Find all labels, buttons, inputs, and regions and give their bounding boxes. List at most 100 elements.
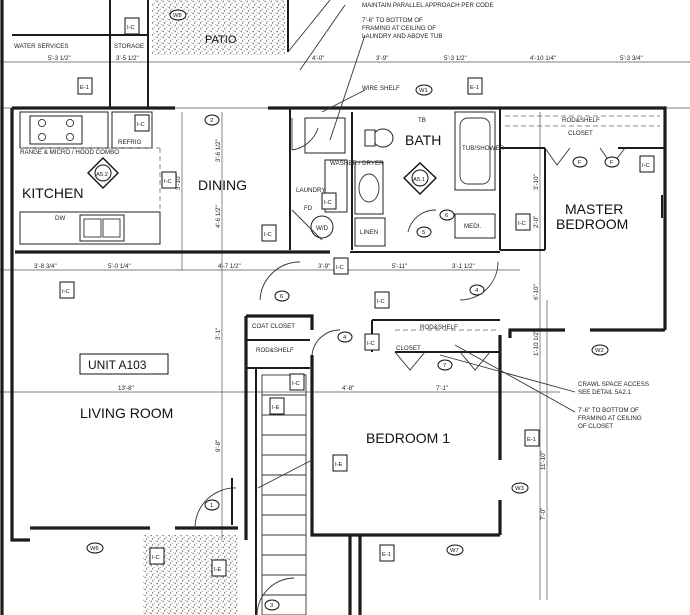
master-closet <box>505 115 666 290</box>
svg-text:A5.1: A5.1 <box>413 177 425 183</box>
fixture-labels: WATER SERVICES STORAGE RANGE & MICRO / H… <box>14 43 600 354</box>
dim-label-vertical: 3'-10" <box>533 174 540 190</box>
dim-label-vertical: 6'-10" <box>533 284 540 300</box>
dim-label-vertical: 11'-10" <box>540 451 547 470</box>
svg-text:2: 2 <box>210 118 213 124</box>
label-coat-closet: COAT CLOSET <box>252 323 295 330</box>
dim-label: 5'-0 1/4" <box>108 263 131 270</box>
dim-label-vertical: 3'-10" <box>175 174 182 190</box>
svg-text:6: 6 <box>445 213 448 219</box>
label-wd: W/D <box>316 225 329 232</box>
label-laundry: LAUNDRY <box>296 187 325 194</box>
tag-ic: I-C <box>364 333 380 351</box>
tag-e1: E-1 <box>379 544 395 562</box>
dim-label: 7'-1" <box>436 385 448 392</box>
general-notes: MAINTAIN PARALLEL APPROACH PER CODE 7'-6… <box>362 2 649 430</box>
svg-text:E-1: E-1 <box>382 552 391 558</box>
tag-ic: I-C <box>134 114 150 132</box>
tag-ic: I-C <box>161 171 177 189</box>
section-marker-bath <box>402 162 438 195</box>
door-marker-6b: 6 <box>439 209 455 221</box>
note-framing-laundry-1: 7'-6" TO BOTTOM OF <box>362 17 423 24</box>
bath-fixtures <box>291 111 496 247</box>
svg-text:W2: W2 <box>595 348 604 354</box>
svg-text:4: 4 <box>343 335 347 341</box>
marker-w1: W1 <box>415 84 433 96</box>
label-rod-shelf-master: ROD&SHELF <box>562 117 600 124</box>
stairs <box>257 374 313 615</box>
dim-label: 3'-9" <box>318 263 330 270</box>
tag-ic: I-C <box>149 547 165 565</box>
door-marker-3: 3 <box>264 599 280 611</box>
kitchen-fixtures <box>19 111 161 245</box>
note-crawl-2: SEE DETAIL 5A2.1 <box>578 389 632 396</box>
dim-label: 5'-3 1/2" <box>48 55 71 62</box>
svg-text:F: F <box>610 160 614 166</box>
door-marker-2: 2 <box>204 114 220 126</box>
dim-label: 5'-3 3/4" <box>620 55 643 62</box>
label-linen: LINEN <box>360 229 378 236</box>
tag-e1: E-1 <box>77 77 93 95</box>
note-crawl-1: CRAWL SPACE ACCESS <box>578 381 649 388</box>
door-marker-4: 4 <box>469 284 485 296</box>
label-closet-bed: CLOSET <box>396 345 421 352</box>
svg-text:I-C: I-C <box>137 122 145 128</box>
label-dw: DW <box>55 215 65 222</box>
marker-w6: W6 <box>86 542 104 554</box>
dimension-labels: 5'-3 1/2" 3'-5 1/2" 4'-0" 3'-9" 5'-3 1/2… <box>34 55 643 520</box>
tag-e1: E-1 <box>467 77 483 95</box>
svg-text:I-E: I-E <box>335 462 343 468</box>
dim-label: 4'-8" <box>342 385 354 392</box>
note-framing-closet-2: FRAMING AT CEILING <box>578 415 642 422</box>
tag-ic: I-C <box>374 291 390 309</box>
svg-text:E-1: E-1 <box>527 437 536 443</box>
dim-label-vertical: 2'-0" <box>533 216 540 228</box>
tag-ic: I-C <box>321 192 337 210</box>
label-wire-shelf: WIRE SHELF <box>362 85 400 92</box>
door-marker-f2: F <box>604 156 620 168</box>
svg-text:I-C: I-C <box>62 289 70 295</box>
door-marker-f: F <box>572 156 588 168</box>
dim-label-vertical: 3'-1" <box>215 328 222 340</box>
svg-text:E-1: E-1 <box>80 85 89 91</box>
dim-label-vertical: 4'-6 1/2" <box>215 205 222 228</box>
svg-text:I-E: I-E <box>272 405 280 411</box>
dim-label: 5'-3 1/2" <box>444 55 467 62</box>
svg-text:6: 6 <box>280 294 283 300</box>
label-medi: MEDI. <box>464 223 481 230</box>
room-label-patio: PATIO <box>205 34 237 46</box>
dim-label: 3'-9" <box>376 55 388 62</box>
svg-text:3: 3 <box>270 603 273 609</box>
service-rooms <box>12 0 331 108</box>
room-label-master-2: BEDROOM <box>556 216 628 232</box>
label-fd: FD <box>304 205 313 212</box>
svg-text:I-C: I-C <box>152 555 160 561</box>
room-labels: KITCHEN DINING BATH MASTER BEDROOM LIVIN… <box>22 34 628 446</box>
tag-ie: I-E <box>269 397 285 415</box>
svg-text:I-C: I-C <box>127 25 135 31</box>
label-range-hood: RANGE & MICRO / HOOD COMBO <box>20 149 119 156</box>
dim-label: 13'-8" <box>118 385 134 392</box>
svg-text:E-1: E-1 <box>470 85 479 91</box>
door-marker-6: 6 <box>274 290 290 302</box>
tag-ic: I-C <box>639 155 655 173</box>
walls <box>0 0 667 615</box>
dim-label-vertical: 1'-10 1/2" <box>533 330 540 356</box>
tag-ic: I-C <box>59 281 75 299</box>
unit-label-box <box>79 353 169 375</box>
svg-text:I-C: I-C <box>518 221 526 227</box>
svg-text:F: F <box>578 160 582 166</box>
label-water-services: WATER SERVICES <box>14 43 69 50</box>
svg-text:A5.2: A5.2 <box>96 172 108 178</box>
label-rod-shelf-bed: ROD&SHELF <box>420 324 458 331</box>
room-label-master: MASTER <box>565 201 623 217</box>
marker-w7: W7 <box>446 544 464 556</box>
label-rod-shelf-coat: ROD&SHELF <box>256 347 294 354</box>
tag-ie: I-E <box>211 559 227 577</box>
svg-text:I-C: I-C <box>336 265 344 271</box>
section-marker-kitchen <box>87 157 119 189</box>
marker-w3: W3 <box>511 482 529 494</box>
patio-area <box>152 0 285 55</box>
tag-ic: I-C <box>333 257 349 275</box>
tag-ic: I-C <box>515 213 531 231</box>
